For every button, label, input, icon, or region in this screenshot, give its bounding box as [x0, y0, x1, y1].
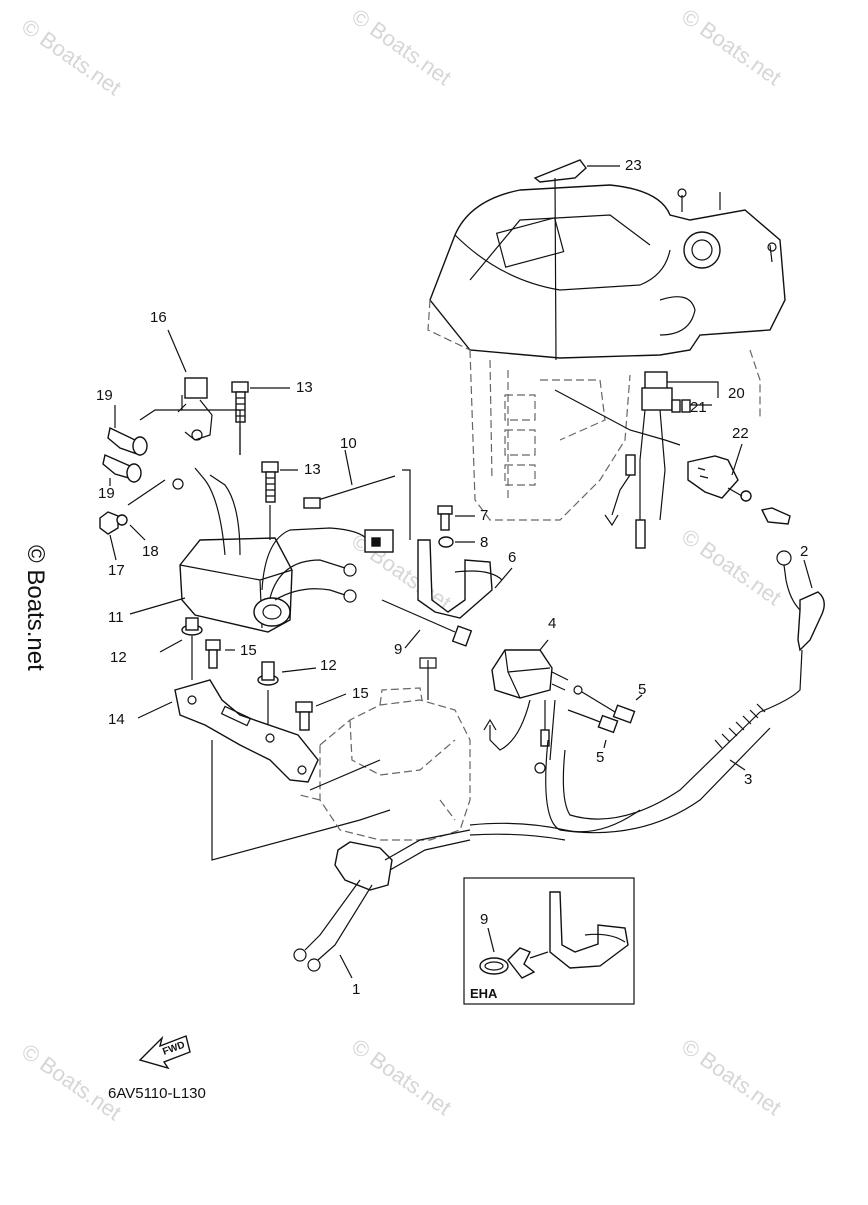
- callout-5-lower: 5: [596, 749, 604, 766]
- watermark-top-left: © Boats.net: [17, 14, 126, 101]
- callout-11: 11: [108, 609, 124, 626]
- part-15-bolt-upper: 15: [205, 639, 257, 669]
- callout-20: 20: [728, 385, 745, 402]
- part-20-21-relay: 20 21: [554, 371, 745, 549]
- callout-12-left: 12: [110, 649, 127, 666]
- callout-22: 22: [732, 425, 749, 442]
- part-1-cable: 1: [293, 829, 471, 998]
- part-4-relay: 4: [483, 615, 569, 774]
- part-23-clip: 23: [533, 157, 642, 361]
- inset-eha: 9 EHA: [463, 877, 635, 1005]
- part-3-wire-harness: 3: [469, 703, 771, 841]
- watermark-top-center: © Boats.net: [347, 4, 456, 91]
- callout-19-lower: 19: [98, 485, 115, 502]
- watermark-side-vertical: © Boats.net: [22, 545, 49, 671]
- part-7-bolt: 7: [437, 505, 488, 531]
- callout-17: 17: [108, 562, 125, 579]
- callout-14: 14: [108, 711, 125, 728]
- part-12-collar-left: 12: [110, 617, 203, 680]
- lower-bracket-outline: [299, 657, 471, 841]
- callout-18: 18: [142, 543, 159, 560]
- callout-12-right: 12: [320, 657, 337, 674]
- part-13-bolt-upper: 13: [231, 379, 313, 455]
- watermarks: © Boats.net © Boats.net © Boats.net © Bo…: [17, 4, 786, 1126]
- callout-7: 7: [480, 507, 488, 524]
- callout-13-lower: 13: [304, 461, 321, 478]
- inset-label: EHA: [470, 986, 498, 1001]
- callout-3: 3: [744, 771, 752, 788]
- callout-16: 16: [150, 309, 167, 326]
- watermark-mid-right: © Boats.net: [677, 524, 786, 611]
- watermark-bottom-center: © Boats.net: [347, 1034, 456, 1121]
- part-8-washer: 8: [438, 534, 488, 551]
- callout-13-upper: 13: [296, 379, 313, 396]
- engine-outline: [427, 184, 786, 521]
- watermark-bottom-left: © Boats.net: [17, 1039, 126, 1126]
- diagram-code: 6AV5110-L130: [108, 1085, 206, 1102]
- callout-1: 1: [352, 981, 360, 998]
- callout-15-lower: 15: [352, 685, 369, 702]
- callout-2: 2: [800, 543, 808, 560]
- callout-15-upper: 15: [240, 642, 257, 659]
- callout-4: 4: [548, 615, 556, 632]
- part-9-cable-tie: 9: [381, 599, 473, 658]
- part-6-bracket: 6: [417, 539, 516, 619]
- fwd-arrow-icon: FWD: [138, 1035, 191, 1070]
- part-22-bracket: 22: [687, 425, 791, 525]
- part-12-collar-right: 12: [257, 657, 337, 740]
- callout-5-right: 5: [638, 681, 646, 698]
- callout-9: 9: [394, 641, 402, 658]
- callout-23: 23: [625, 157, 642, 174]
- watermark-top-right: © Boats.net: [677, 4, 786, 91]
- part-2-battery-cable: 2: [759, 543, 825, 713]
- callout-19-upper: 19: [96, 387, 113, 404]
- part-10-cable-tie: 10: [303, 435, 411, 540]
- part-17-18-fasteners: 17 18: [99, 478, 184, 579]
- part-13-bolt-lower: 13: [261, 461, 321, 540]
- part-15-bolt-lower: 15: [295, 685, 369, 731]
- callout-10: 10: [340, 435, 357, 452]
- part-14-plate: 14: [108, 679, 391, 861]
- part-19-grommets: 19 19: [96, 387, 241, 502]
- part-16-switch: 16: [150, 309, 213, 441]
- inset-callout-9: 9: [480, 911, 488, 928]
- part-11-rectifier: 11: [108, 467, 394, 633]
- callout-21: 21: [690, 399, 707, 416]
- watermark-bottom-right: © Boats.net: [677, 1034, 786, 1121]
- callout-8: 8: [480, 534, 488, 551]
- callout-6: 6: [508, 549, 516, 566]
- part-5-bolts: 5 5: [567, 681, 646, 766]
